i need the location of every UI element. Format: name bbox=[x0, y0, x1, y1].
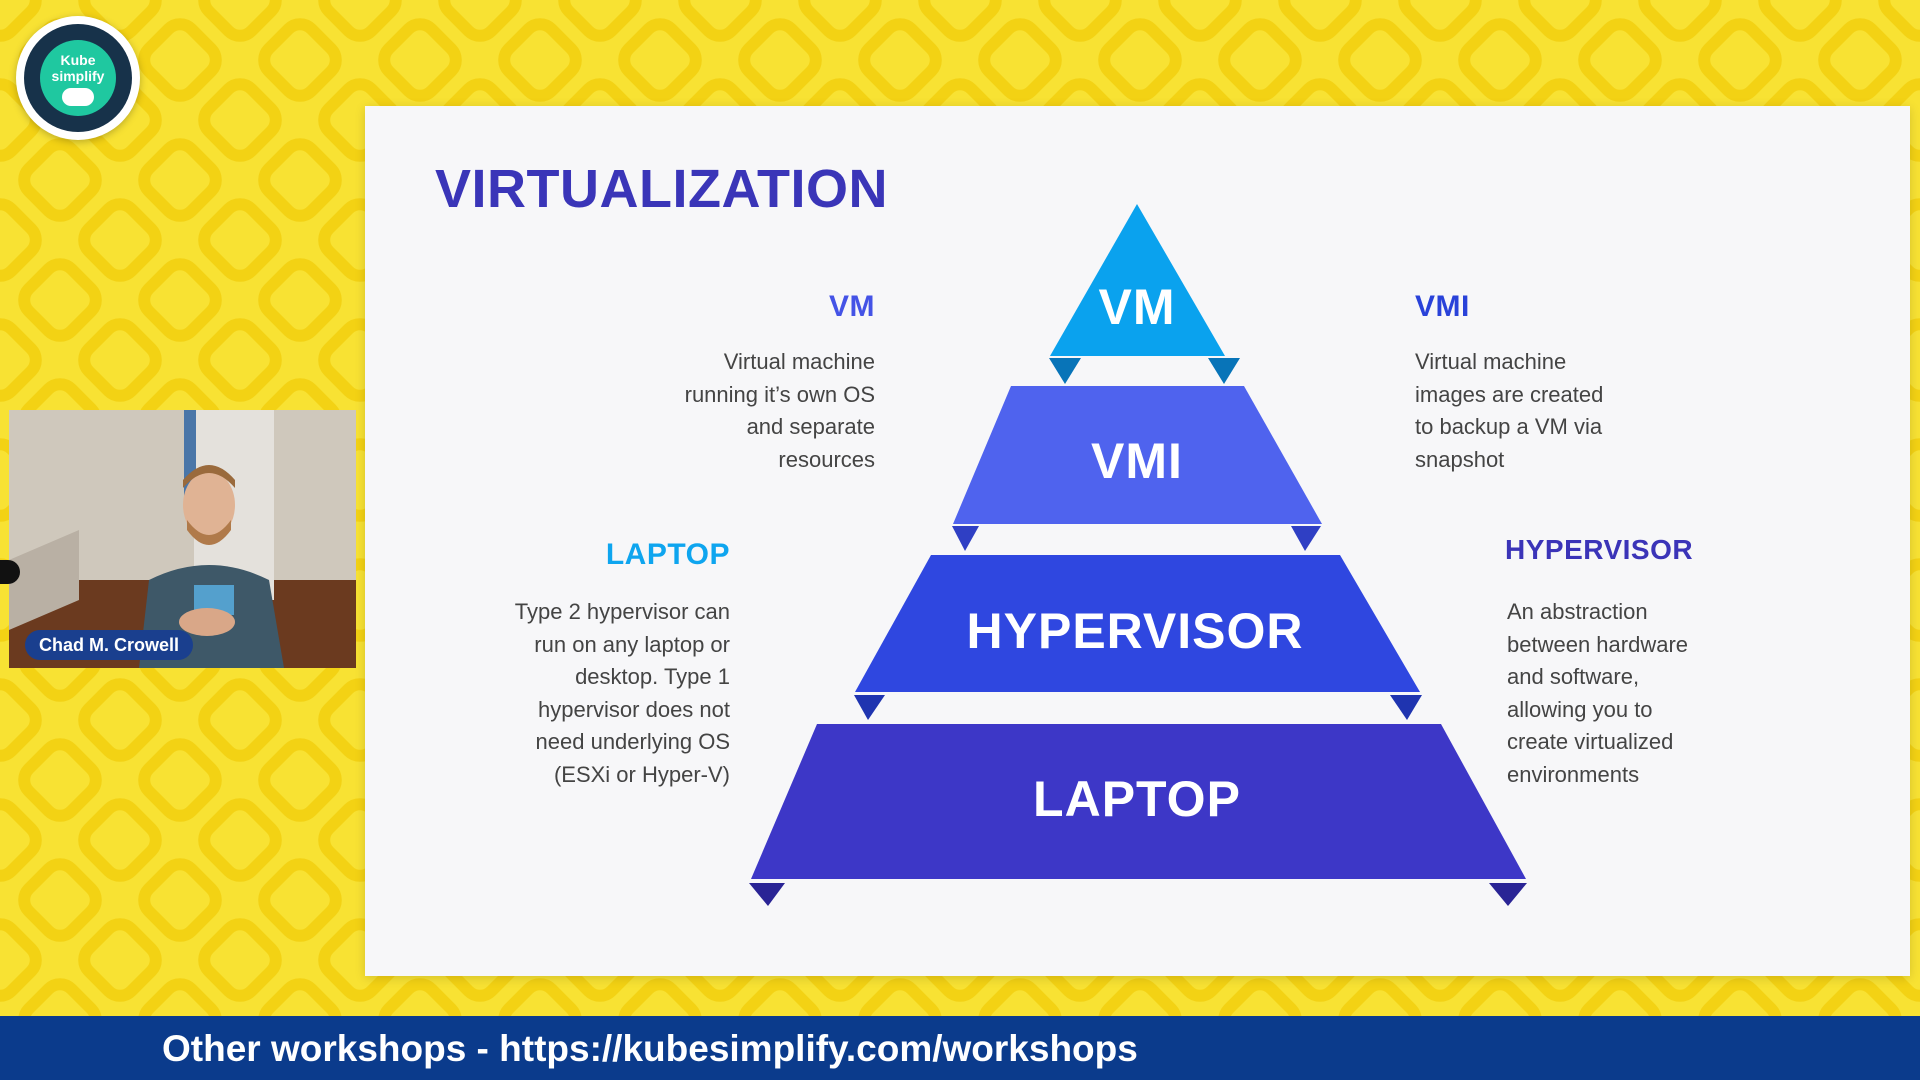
footer-banner: Other workshops - https://kubesimplify.c… bbox=[0, 1016, 1920, 1080]
vmi-heading: VMI bbox=[1415, 290, 1470, 323]
vmi-desc-line: snapshot bbox=[1415, 446, 1505, 472]
pyramid-tier-hypervisor bbox=[855, 555, 1420, 692]
hypervisor-desc-line: create virtualized bbox=[1507, 729, 1674, 754]
vm-desc-line: and separate bbox=[746, 414, 875, 439]
cloud-icon bbox=[62, 88, 94, 106]
vmi-desc-line: Virtual machine bbox=[1415, 349, 1567, 374]
laptop-heading: LAPTOP bbox=[605, 538, 730, 571]
vm-desc-line: Virtual machine bbox=[723, 349, 875, 374]
pyramid-label-hypervisor: HYPERVISOR bbox=[966, 603, 1304, 659]
pyramid-tier-vm-shadow-right bbox=[1208, 358, 1240, 384]
presenter-name-tag: Chad M. Crowell bbox=[25, 630, 194, 660]
vmi-desc-line: to backup a VM via bbox=[1415, 414, 1603, 439]
vmi-desc-line: images are created bbox=[1415, 381, 1604, 407]
presentation-slide: VIRTUALIZATION VM VMI HYPERVISOR LAPTOP … bbox=[365, 106, 1910, 976]
pyramid-tier-vmi bbox=[953, 386, 1322, 524]
pyramid-tier-laptop bbox=[751, 724, 1526, 879]
pyramid-label-vm: VM bbox=[1098, 279, 1176, 335]
vmi-description: Virtual machine images are created to ba… bbox=[1415, 346, 1745, 476]
footer-workshops-link[interactable]: Other workshops - https://kubesimplify.c… bbox=[162, 1028, 1138, 1069]
laptop-description: Type 2 hypervisor can run on any laptop … bbox=[385, 596, 730, 791]
pyramid-tier-hypervisor-shadow-right bbox=[1390, 695, 1422, 720]
virtualization-pyramid bbox=[749, 204, 1527, 906]
hypervisor-desc-line: and software, bbox=[1507, 664, 1640, 689]
slide-title: VIRTUALIZATION bbox=[435, 159, 888, 219]
laptop-desc-line: need underlying OS bbox=[535, 729, 730, 754]
pyramid-label-vmi: VMI bbox=[1091, 433, 1183, 489]
presenter-webcam: Chad M. Crowell bbox=[9, 410, 356, 668]
hypervisor-desc-line: between hardware bbox=[1507, 631, 1689, 657]
logo-text-line1: Kube bbox=[60, 52, 96, 68]
laptop-desc-line: desktop. Type 1 bbox=[575, 664, 730, 689]
laptop-desc-line: run on any laptop or bbox=[534, 631, 730, 657]
hypervisor-desc-line: An abstraction bbox=[1507, 599, 1648, 624]
pyramid-tier-laptop-shadow bbox=[749, 883, 785, 906]
vm-desc-line: resources bbox=[778, 446, 875, 472]
laptop-desc-line: (ESXi or Hyper-V) bbox=[553, 761, 730, 787]
kubesimplify-logo: Kube simplify bbox=[16, 16, 140, 140]
pyramid-tier-vm-shadow bbox=[1049, 358, 1081, 384]
hypervisor-desc-line: environments bbox=[1507, 761, 1640, 787]
presenter-video-frame bbox=[9, 410, 356, 668]
hypervisor-heading: HYPERVISOR bbox=[1505, 534, 1694, 565]
pyramid-tier-vmi-shadow bbox=[952, 526, 979, 551]
pyramid-tier-laptop-shadow-right bbox=[1489, 883, 1527, 906]
vm-desc-line: running it’s own OS bbox=[684, 381, 875, 407]
pyramid-tier-vm bbox=[1050, 204, 1225, 356]
laptop-desc-line: Type 2 hypervisor can bbox=[514, 599, 730, 624]
cursor-edge-marker bbox=[0, 560, 20, 584]
pyramid-tier-vmi-shadow-right bbox=[1291, 526, 1321, 551]
pyramid-label-laptop: LAPTOP bbox=[1033, 771, 1241, 827]
pyramid-tier-hypervisor-shadow bbox=[854, 695, 885, 720]
laptop-desc-line: hypervisor does not bbox=[538, 696, 730, 722]
hypervisor-desc-line: allowing you to bbox=[1507, 696, 1653, 722]
vm-heading: VM bbox=[829, 290, 875, 323]
vm-description: Virtual machine running it’s own OS and … bbox=[505, 346, 875, 476]
logo-text-line2: simplify bbox=[51, 68, 105, 84]
hypervisor-description: An abstraction between hardware and soft… bbox=[1507, 596, 1837, 791]
